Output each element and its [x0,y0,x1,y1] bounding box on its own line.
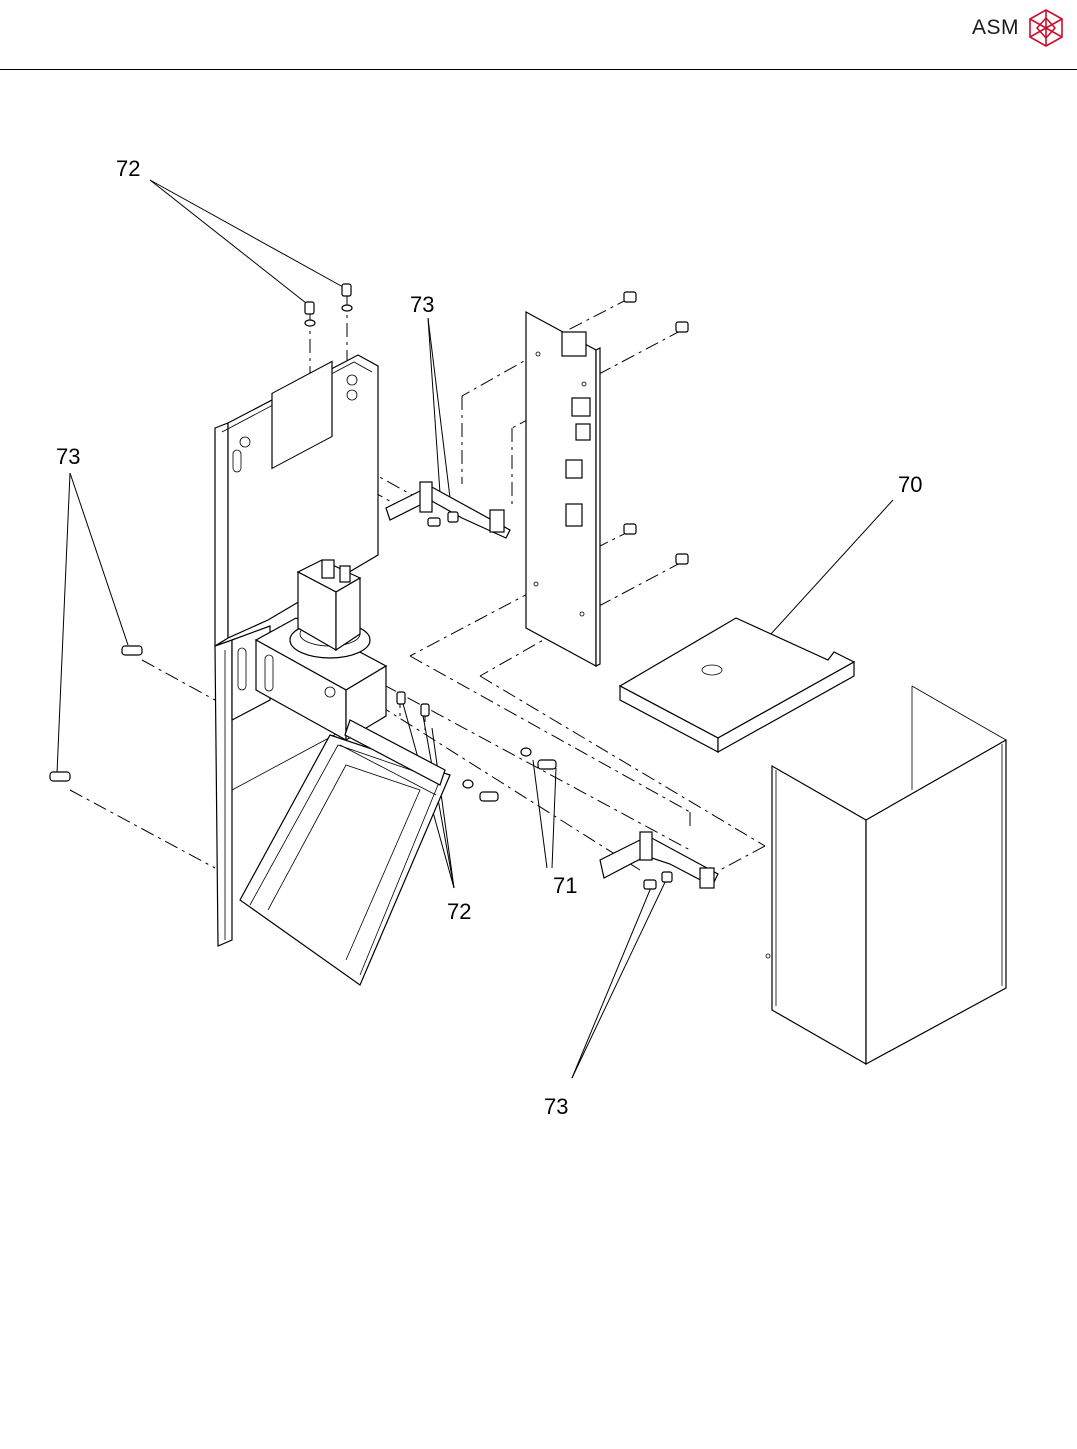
callout-71: 71 [553,873,577,898]
callout-73-upper: 73 [410,292,434,317]
circuit-board [526,312,600,666]
callout-73-left: 73 [56,444,80,469]
cover-plate [620,618,854,752]
bracket-lower [600,832,718,888]
callout-72-bottom: 72 [447,899,471,924]
callout-73-bottom: 73 [544,1094,568,1119]
housing-cover [766,686,1006,1064]
tray-chute [240,720,450,985]
callout-leaders [57,180,893,1078]
callout-72-top: 72 [116,156,140,181]
callout-70: 70 [898,472,922,497]
